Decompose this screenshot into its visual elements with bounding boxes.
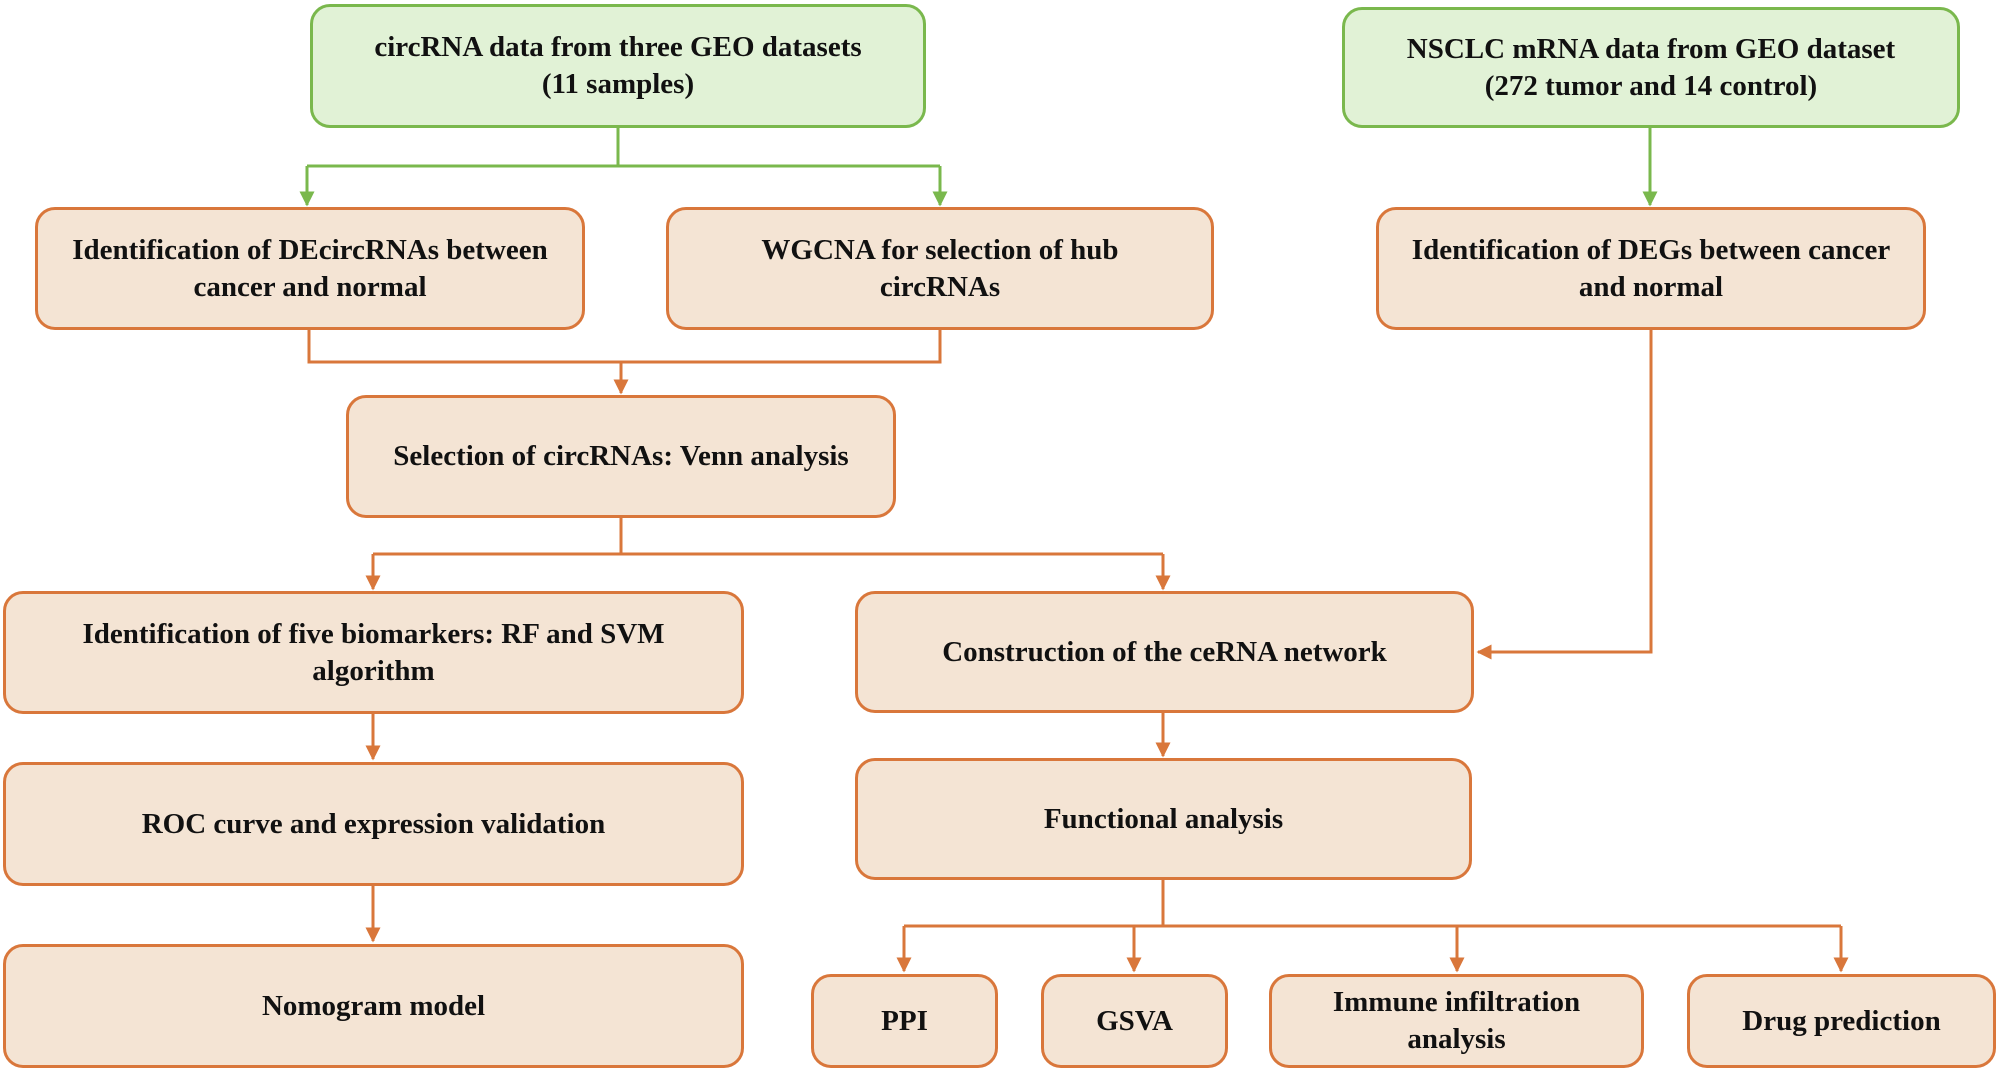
connector-circrna-to-de-and-wgcna — [299, 128, 948, 207]
node-cerna-network: Construction of the ceRNA network — [855, 591, 1474, 713]
node-functional-analysis-label: Functional analysis — [1043, 802, 1284, 835]
node-immune-infiltration: Immune infiltration analysis — [1269, 974, 1644, 1068]
node-nsclc-mrna-data-label: NSCLC mRNA data from GEO dataset (272 tu… — [1406, 32, 1896, 102]
node-roc-validation-label: ROC curve and expression validation — [141, 807, 606, 840]
node-ppi-label: PPI — [881, 1004, 928, 1037]
node-functional-analysis: Functional analysis — [855, 758, 1472, 880]
connector-degs-to-cerna — [1476, 330, 1653, 660]
node-drug-prediction: Drug prediction — [1687, 974, 1996, 1068]
node-immune-infiltration-label: Immune infiltration analysis — [1332, 986, 1581, 1055]
node-nomogram-model-label: Nomogram model — [261, 989, 486, 1022]
node-roc-validation: ROC curve and expression validation — [3, 762, 744, 886]
node-wgcna-label: WGCNA for selection of hub circRNAs — [761, 233, 1119, 303]
node-wgcna: WGCNA for selection of hub circRNAs — [666, 207, 1214, 330]
connector-functional-to-analyses — [896, 880, 1849, 973]
node-circrna-data: circRNA data from three GEO datasets (11… — [310, 4, 926, 128]
node-cerna-network-label: Construction of the ceRNA network — [942, 635, 1387, 668]
node-gsva: GSVA — [1041, 974, 1228, 1068]
node-degs: Identification of DEGs between cancer an… — [1376, 207, 1926, 330]
node-gsva-label: GSVA — [1096, 1004, 1173, 1037]
connector-venn-to-biomarkers-and-cerna — [365, 518, 1171, 591]
node-nomogram-model: Nomogram model — [3, 944, 744, 1068]
node-drug-prediction-label: Drug prediction — [1742, 1004, 1941, 1037]
node-circrna-data-label: circRNA data from three GEO datasets (11… — [374, 31, 862, 100]
node-venn-analysis-label: Selection of circRNAs: Venn analysis — [393, 440, 849, 472]
node-nsclc-mrna-data: NSCLC mRNA data from GEO dataset (272 tu… — [1342, 7, 1960, 128]
node-degs-label: Identification of DEGs between cancer an… — [1411, 233, 1891, 303]
node-venn-analysis: Selection of circRNAs: Venn analysis — [346, 395, 896, 518]
node-de-circrnas: Identification of DEcircRNAs between can… — [35, 207, 585, 330]
node-biomarkers-label: Identification of five biomarkers: RF an… — [82, 617, 665, 687]
node-biomarkers: Identification of five biomarkers: RF an… — [3, 591, 744, 714]
connector-de-wgcna-to-venn — [307, 330, 942, 395]
node-de-circrnas-label: Identification of DEcircRNAs between can… — [72, 233, 548, 303]
node-ppi: PPI — [811, 974, 998, 1068]
